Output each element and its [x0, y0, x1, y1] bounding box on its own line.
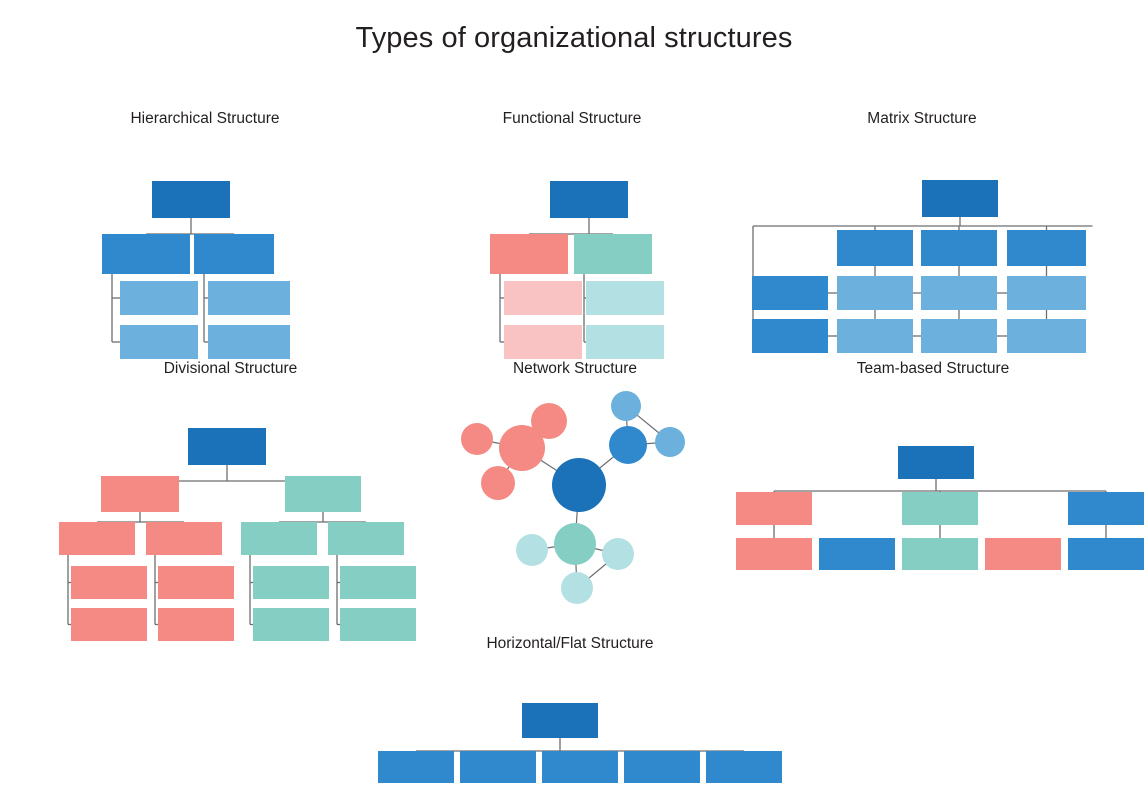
node-cell-1-1[interactable]: [837, 276, 913, 310]
network-node-node-salmon-top[interactable]: [531, 403, 567, 439]
node-l3-b1b[interactable]: [253, 608, 329, 641]
node-cell-2-3[interactable]: [1007, 319, 1086, 353]
diagram-hierarchical: [90, 136, 320, 376]
network-node-hub-blue[interactable]: [609, 426, 647, 464]
node-root[interactable]: [152, 181, 230, 218]
network-node-hub-salmon[interactable]: [499, 425, 545, 471]
node-unit-1[interactable]: [378, 751, 454, 783]
panel-title-matrix: Matrix Structure: [867, 110, 977, 127]
diagram-horizontal-flat: [350, 661, 790, 787]
node-l3-b2a[interactable]: [340, 566, 416, 599]
node-team-3[interactable]: [1068, 492, 1144, 525]
node-root[interactable]: [898, 446, 974, 479]
node-l2-b2[interactable]: [208, 325, 290, 359]
node-l3-b2b[interactable]: [340, 608, 416, 641]
node-sub-3[interactable]: [902, 538, 978, 570]
diagram-team-based: [718, 386, 1148, 636]
network-node-node-teal-left[interactable]: [516, 534, 548, 566]
node-l2-a2[interactable]: [120, 325, 198, 359]
node-l1-b[interactable]: [194, 234, 274, 274]
node-cell-2-1[interactable]: [837, 319, 913, 353]
page-title: Types of organizational structures: [355, 22, 793, 54]
diagram-divisional: [43, 386, 423, 646]
network-node-hub-center[interactable]: [552, 458, 606, 512]
panel-horizontal-flat: Horizontal/Flat Structure: [350, 635, 790, 783]
node-l2-a2[interactable]: [504, 325, 582, 359]
node-unit-3[interactable]: [542, 751, 618, 783]
node-l2-a1[interactable]: [120, 281, 198, 315]
diagram-matrix: [752, 136, 1097, 376]
panel-functional: Functional Structure: [482, 110, 664, 359]
panel-title-divisional: Divisional Structure: [163, 360, 298, 377]
node-l1-a[interactable]: [101, 476, 179, 512]
node-unit-5[interactable]: [706, 751, 782, 783]
node-root[interactable]: [522, 703, 598, 738]
panel-network: Network Structure: [440, 360, 710, 620]
panel-title-team-based: Team-based Structure: [856, 360, 1010, 377]
node-l1-a[interactable]: [102, 234, 190, 274]
network-node-node-salmon-low[interactable]: [481, 466, 515, 500]
node-l3-a1a[interactable]: [71, 566, 147, 599]
node-sub-5[interactable]: [1068, 538, 1144, 570]
node-cell-1-2[interactable]: [921, 276, 997, 310]
node-team-1[interactable]: [736, 492, 812, 525]
node-l2-b2[interactable]: [328, 522, 404, 555]
node-l3-a2b[interactable]: [158, 608, 234, 641]
network-node-node-blue-right[interactable]: [655, 427, 685, 457]
node-sub-1[interactable]: [736, 538, 812, 570]
node-root[interactable]: [922, 180, 998, 217]
panel-title-hierarchical: Hierarchical Structure: [130, 110, 280, 127]
node-l1-b[interactable]: [285, 476, 361, 512]
panel-team-based: Team-based Structure: [718, 360, 1148, 610]
node-col-2[interactable]: [921, 230, 997, 266]
node-l2-a2[interactable]: [146, 522, 222, 555]
network-node-node-teal-right[interactable]: [602, 538, 634, 570]
node-row-1-hdr[interactable]: [752, 276, 828, 310]
network-node-node-salmon-left[interactable]: [461, 423, 493, 455]
panel-title-horizontal-flat: Horizontal/Flat Structure: [486, 635, 654, 652]
node-cell-1-3[interactable]: [1007, 276, 1086, 310]
node-l2-b2[interactable]: [586, 325, 664, 359]
node-l2-b1[interactable]: [208, 281, 290, 315]
panel-matrix: Matrix Structure: [752, 110, 1093, 353]
panel-title-functional: Functional Structure: [502, 110, 642, 127]
node-unit-2[interactable]: [460, 751, 536, 783]
node-root[interactable]: [550, 181, 628, 218]
node-sub-2[interactable]: [819, 538, 895, 570]
node-team-2[interactable]: [902, 492, 978, 525]
node-l3-a1b[interactable]: [71, 608, 147, 641]
node-cell-2-2[interactable]: [921, 319, 997, 353]
node-sub-4[interactable]: [985, 538, 1061, 570]
node-col-3[interactable]: [1007, 230, 1086, 266]
network-node-hub-teal[interactable]: [554, 523, 596, 565]
diagram-functional: [482, 136, 682, 376]
node-root[interactable]: [188, 428, 266, 465]
panel-divisional: Divisional Structure: [43, 360, 418, 641]
network-node-node-blue-top[interactable]: [611, 391, 641, 421]
node-unit-4[interactable]: [624, 751, 700, 783]
network-node-node-teal-bottom[interactable]: [561, 572, 593, 604]
node-l1-a[interactable]: [490, 234, 568, 274]
node-l2-a1[interactable]: [59, 522, 135, 555]
node-l3-b1a[interactable]: [253, 566, 329, 599]
node-l2-a1[interactable]: [504, 281, 582, 315]
panel-hierarchical: Hierarchical Structure: [90, 110, 320, 359]
node-l2-b1[interactable]: [241, 522, 317, 555]
diagram-network: [440, 386, 710, 626]
node-l2-b1[interactable]: [586, 281, 664, 315]
node-l1-b[interactable]: [574, 234, 652, 274]
node-l3-a2a[interactable]: [158, 566, 234, 599]
node-row-2-hdr[interactable]: [752, 319, 828, 353]
panel-title-network: Network Structure: [512, 360, 638, 377]
node-col-1[interactable]: [837, 230, 913, 266]
